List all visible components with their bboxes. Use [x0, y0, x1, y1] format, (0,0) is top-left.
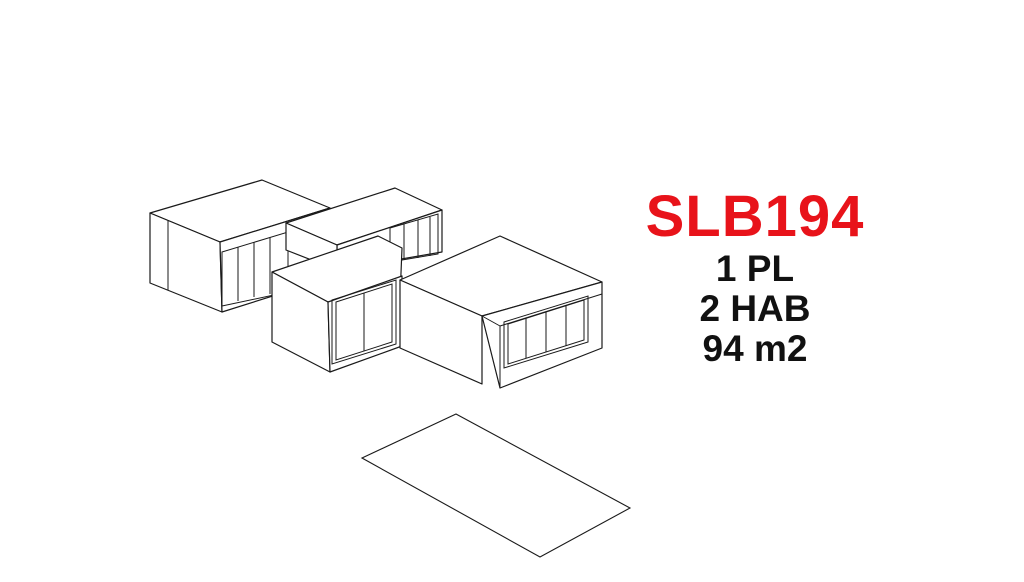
model-floors: 1 PL [715, 248, 795, 289]
door-front-left [331, 279, 397, 365]
model-info: SLB194 1 PL 2 HAB 94 m2 [600, 185, 910, 369]
window-front-right [503, 295, 589, 369]
model-code: SLB194 [645, 184, 865, 249]
pool-outline [360, 413, 632, 558]
module-front-left [271, 235, 403, 373]
module-front-right [399, 235, 603, 389]
model-rooms: 2 HAB [699, 288, 811, 329]
model-area: 94 m2 [702, 328, 808, 369]
